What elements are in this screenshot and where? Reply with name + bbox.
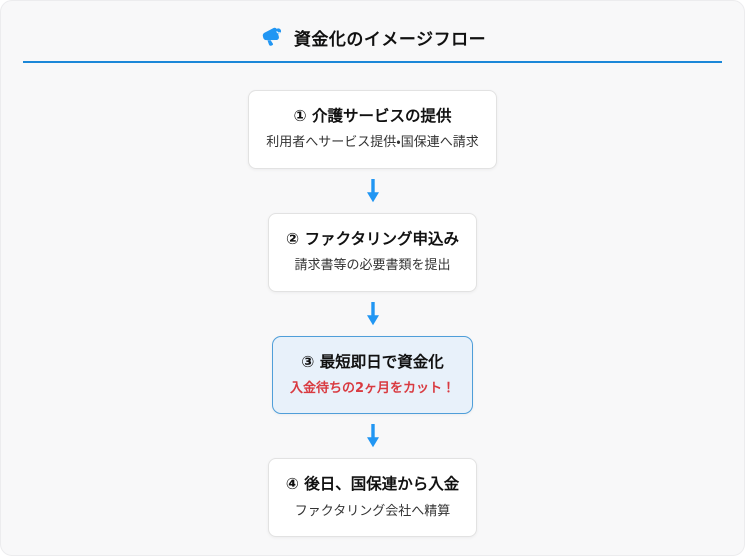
flow-step-3-highlighted: ③ 最短即日で資金化 入金待ちの2ヶ月をカット！ — [271, 335, 474, 415]
down-arrow-icon — [366, 424, 379, 448]
step-title: ① 介護サービスの提供 — [293, 107, 452, 125]
flow-step-1: ① 介護サービスの提供 利用者へサービス提供・国保連へ請求 — [248, 90, 497, 169]
step-title: ② ファクタリング申込み — [286, 229, 459, 248]
step-subtitle: ファクタリング会社へ精算 — [294, 503, 451, 519]
section-header: 資金化のイメージフロー — [1, 1, 744, 51]
step-title: ④ 後日、国保連から入金 — [285, 475, 460, 494]
step-subtitle: 請求書等の必要書類を提出 — [294, 258, 451, 273]
accent-divider — [23, 61, 722, 63]
flow-step-4: ④ 後日、国保連から入金 ファクタリング会社へ精算 — [267, 458, 478, 537]
down-arrow-icon — [366, 178, 379, 202]
step-subtitle-alert: 入金待ちの2ヶ月をカット！ — [289, 380, 456, 396]
step-title: ③ 最短即日で資金化 — [301, 352, 444, 371]
megaphone-icon — [259, 24, 285, 50]
flow-diagram: ① 介護サービスの提供 利用者へサービス提供・国保連へ請求 ② ファクタリング申… — [1, 90, 744, 537]
step-subtitle: 利用者へサービス提供・国保連へ請求 — [266, 135, 479, 151]
down-arrow-icon — [366, 301, 379, 325]
flow-step-2: ② ファクタリング申込み 請求書等の必要書類を提出 — [268, 212, 477, 292]
page-title: 資金化のイメージフロー — [293, 29, 487, 50]
